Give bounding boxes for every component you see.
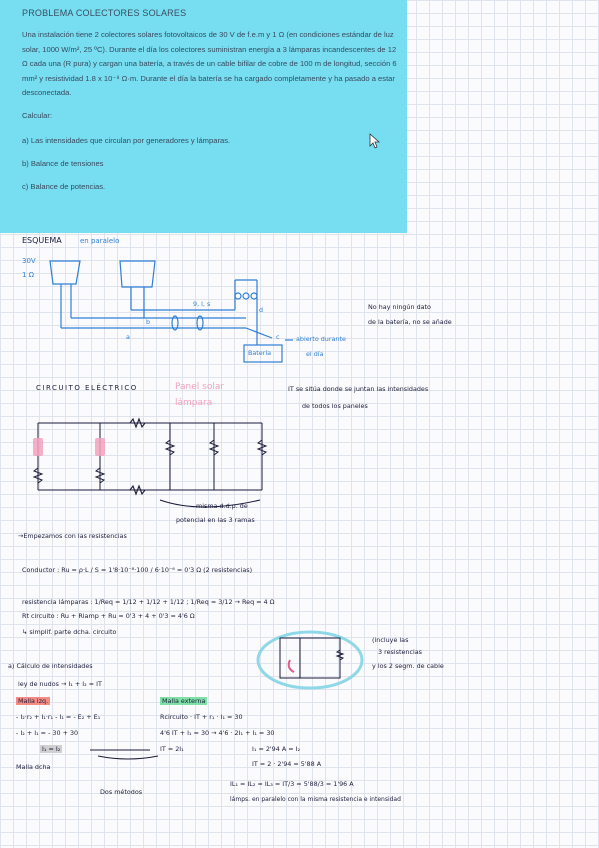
circuit-diagram: [32, 417, 268, 496]
battery-box: [243, 344, 283, 363]
question-a: a) Las intensidades que circulan por gen…: [22, 135, 231, 145]
legend-panel: Panel solar: [175, 382, 225, 392]
eq-3: I₁ = I₂: [40, 745, 63, 753]
schema-heading: ESQUEMA: [22, 236, 62, 245]
node-d: d: [259, 306, 264, 314]
simplify-line: ↳ simplif. parte dcha. circuito: [22, 628, 117, 636]
two-methods-label: Dos métodos: [100, 788, 143, 796]
ext-eq-2: 4'6 IT + I₁ = 30 → 4'6 · 2I₁ + I₁ = 30: [160, 729, 275, 737]
it-note-2: de todos los paneles: [302, 402, 368, 410]
nodes-law: ley de nudos → I₁ + I₂ = IT: [18, 680, 102, 688]
result-3: IL₁ = IL₂ = IL₃ = IT/3 = 5'88/3 = 1'96 A: [230, 780, 354, 788]
lamps-line: resistencia lámparas : 1/Req = 1/12 + 1/…: [22, 598, 275, 606]
node-a: a: [126, 333, 130, 341]
right-mesh-label: Malla dcha: [16, 763, 51, 771]
calc-heading: Calcular:: [22, 110, 52, 120]
result-4: lámps. en paralelo con la misma resisten…: [230, 796, 401, 803]
panel-highlight: [33, 438, 105, 456]
schema-parallel: en paralelo: [80, 237, 120, 245]
question-c: c) Balance de potencias.: [22, 181, 106, 191]
legend-lamp: lámpara: [175, 398, 213, 408]
problem-title: PROBLEMA COLECTORES SOLARES: [22, 8, 187, 18]
schema-diagram: [49, 260, 293, 363]
schema-ohm: 1 Ω: [22, 271, 35, 279]
question-b: b) Balance de tensiones: [22, 158, 104, 168]
includes-note-2: 3 resistencias: [378, 648, 422, 656]
includes-note: (incluye las: [372, 636, 409, 644]
same-ddp-note: misma d.d.p. de: [196, 502, 248, 510]
solar-panel-1: [49, 260, 81, 285]
cursor-icon: [369, 133, 381, 149]
solar-panel-2: [119, 260, 156, 288]
node-b: b: [146, 318, 151, 326]
simplified-circuit: [256, 630, 364, 690]
schema-cable: 9, l, s: [193, 300, 211, 308]
mesh-left-label: Malla izq.: [16, 697, 51, 705]
battery-label: Batería: [248, 349, 272, 357]
node-c: c: [276, 333, 280, 341]
no-data-note: No hay ningún dato: [368, 303, 431, 311]
rt-line: Rt circuito : Ru + Rlamp + Ru = 0'3 + 4 …: [22, 612, 195, 620]
same-ddp-note-2: potencial en las 3 ramas: [176, 516, 255, 524]
result-1: I₁ = 2'94 A = I₂: [252, 745, 301, 753]
part-a-heading: a) Cálculo de intensidades: [8, 662, 93, 670]
eq-2: - I₂ + I₁ = - 30 + 30: [16, 729, 79, 737]
open-note-2: el día: [306, 350, 324, 358]
result-2: IT = 2 · 2'94 = 5'88 A: [252, 760, 322, 768]
schema-volt: 30V: [22, 257, 36, 265]
ext-eq-3: IT = 2I₁: [160, 745, 184, 753]
includes-note-3: y los 2 segm. de cable: [372, 662, 444, 670]
no-data-note-2: de la batería, no se añade: [368, 318, 452, 326]
conductor-line: Conductor : Ru = ρ·L / S = 1'8·10⁻⁸·100 …: [22, 566, 253, 574]
problem-body: Una instalación tiene 2 colectores solar…: [22, 30, 397, 98]
open-note: abierto durante: [296, 335, 346, 343]
problem-statement: PROBLEMA COLECTORES SOLARES Una instalac…: [0, 0, 407, 233]
ext-eq-1: Rcircuito · IT + r₁ · I₁ = 30: [160, 713, 243, 721]
circuit-heading: CIRCUITO ELÉCTRICO: [36, 384, 138, 392]
mesh-ext-label: Malla externa: [160, 697, 208, 705]
start-line: →Empezamos con las resistencias: [18, 532, 127, 540]
it-note: IT se sitúa donde se juntan las intensid…: [288, 385, 429, 393]
eq-1: - I₂·r₂ + I₁·r₁ - I₁ = - E₂ + E₁: [16, 713, 101, 721]
